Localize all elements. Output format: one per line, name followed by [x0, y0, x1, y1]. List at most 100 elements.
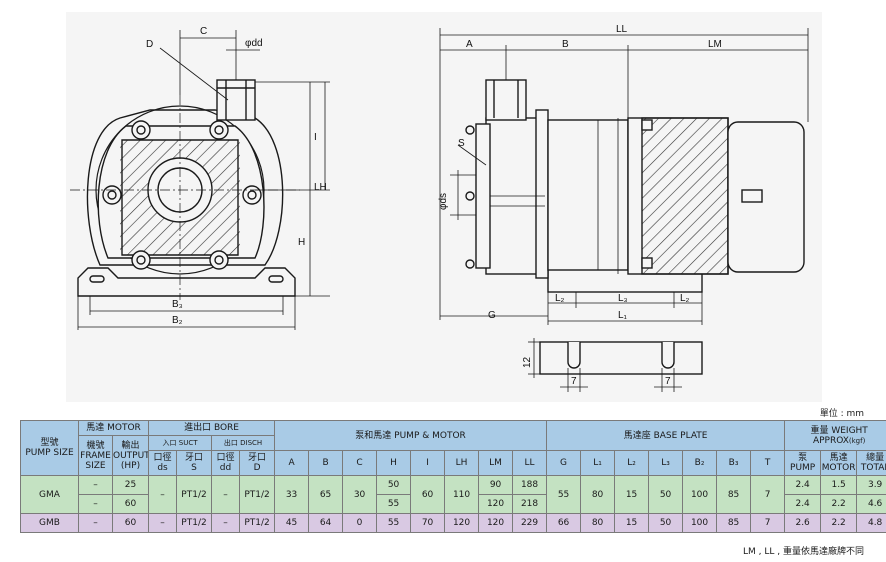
cell-output: 25	[111, 475, 150, 495]
cell-weight-pump: 2.6	[784, 513, 822, 533]
cell-ds: –	[148, 475, 178, 514]
cell-L1: 80	[580, 475, 616, 514]
cell-G: 55	[546, 475, 582, 514]
cell-I: 60	[410, 475, 446, 514]
cell-output: 60	[111, 513, 150, 533]
header-base-L3: L₃	[648, 450, 684, 476]
label-LM: LM	[708, 39, 722, 50]
label-I: I	[314, 132, 317, 143]
unit-note: 單位 : mm	[819, 409, 864, 419]
header-base-G: G	[546, 450, 582, 476]
label-height-12: 12	[522, 356, 533, 368]
header-disch: 出口 DISCH	[211, 435, 276, 451]
foot-note: LM , LL , 重量依馬達廠牌不同	[743, 547, 864, 557]
cell-LH: 120	[444, 513, 480, 533]
cell-B2: 100	[682, 475, 718, 514]
label-ds: φds	[438, 193, 449, 210]
cell-T: 7	[750, 475, 786, 514]
header-dim-LL: LL	[512, 450, 548, 476]
header-base-L2: L₂	[614, 450, 650, 476]
cell-weight-total: 3.9	[856, 475, 886, 495]
cell-L2: 15	[614, 513, 650, 533]
cell-weight-total: 4.6	[856, 494, 886, 514]
table-row: GMA – 25 – PT1/2 – PT1/2 33 65 30 50 60 …	[20, 475, 886, 514]
header-dim-I: I	[410, 450, 446, 476]
cell-weight-total: 4.8	[856, 513, 886, 533]
label-D: D	[146, 39, 153, 50]
label-L3: L₃	[618, 293, 628, 304]
cell-LH: 110	[444, 475, 480, 514]
label-A: A	[466, 39, 473, 50]
cell-LM: 120	[478, 494, 514, 514]
cell-B3: 85	[716, 475, 752, 514]
cell-H: 55	[376, 494, 412, 514]
cell-LM: 90	[478, 475, 514, 495]
cell-A: 45	[274, 513, 310, 533]
cell-model: GMA	[20, 475, 79, 514]
cell-L1: 80	[580, 513, 616, 533]
cell-B3: 85	[716, 513, 752, 533]
base-plate-dimensions	[528, 338, 682, 392]
cell-G: 66	[546, 513, 582, 533]
label-B3: B₃	[172, 299, 183, 310]
cell-H: 50	[376, 475, 412, 495]
label-B2: B₂	[172, 315, 183, 326]
cell-L3: 50	[648, 513, 684, 533]
label-B: B	[562, 39, 569, 50]
header-motor: 馬達 MOTOR	[77, 420, 150, 436]
header-base-plate: 馬達座 BASE PLATE	[546, 420, 786, 451]
header-base-T: T	[750, 450, 786, 476]
cell-s: PT1/2	[176, 513, 213, 533]
technical-drawing: D C φdd I LH H B₃ B₂	[70, 24, 809, 392]
header-bore: 進出口 BORE	[148, 420, 276, 436]
header-base-B3: B₃	[716, 450, 752, 476]
header-dim-H: H	[376, 450, 412, 476]
cell-C: 30	[342, 475, 378, 514]
cell-d: PT1/2	[239, 475, 276, 514]
cell-L3: 50	[648, 475, 684, 514]
cell-d: PT1/2	[239, 513, 276, 533]
cell-frame: –	[78, 494, 113, 514]
base-plate-view	[539, 341, 703, 375]
header-dim-A: A	[274, 450, 310, 476]
side-dimensions	[439, 28, 809, 325]
label-C: C	[200, 26, 207, 37]
label-LL: LL	[616, 24, 628, 35]
cell-frame: –	[78, 513, 113, 533]
header-dim-LM: LM	[478, 450, 514, 476]
cell-weight-pump: 2.4	[784, 475, 822, 495]
cell-B: 64	[308, 513, 344, 533]
cell-LL: 229	[512, 513, 548, 533]
cell-B2: 100	[682, 513, 718, 533]
cell-s: PT1/2	[176, 475, 213, 514]
cell-LM: 120	[478, 513, 514, 533]
header-base-B2: B₂	[682, 450, 718, 476]
cell-weight-motor: 1.5	[820, 475, 858, 495]
cell-frame: –	[78, 475, 113, 495]
header-dim-B: B	[308, 450, 344, 476]
front-view	[70, 79, 300, 300]
cell-I: 70	[410, 513, 446, 533]
label-L2-right: L₂	[680, 293, 690, 304]
cell-A: 33	[274, 475, 310, 514]
header-dim-LH: LH	[444, 450, 480, 476]
side-view	[465, 79, 805, 293]
header-weight: 重量 WEIGHT APPROX(kgf)	[784, 420, 886, 451]
label-dd: φdd	[245, 38, 263, 49]
cell-weight-pump: 2.4	[784, 494, 822, 514]
header-base-L1: L₁	[580, 450, 616, 476]
cell-dd: –	[211, 475, 241, 514]
label-H: H	[298, 237, 305, 248]
cell-LL: 188	[512, 475, 548, 495]
label-G: G	[488, 310, 496, 321]
cell-weight-motor: 2.2	[820, 494, 858, 514]
label-S: S	[458, 138, 465, 149]
